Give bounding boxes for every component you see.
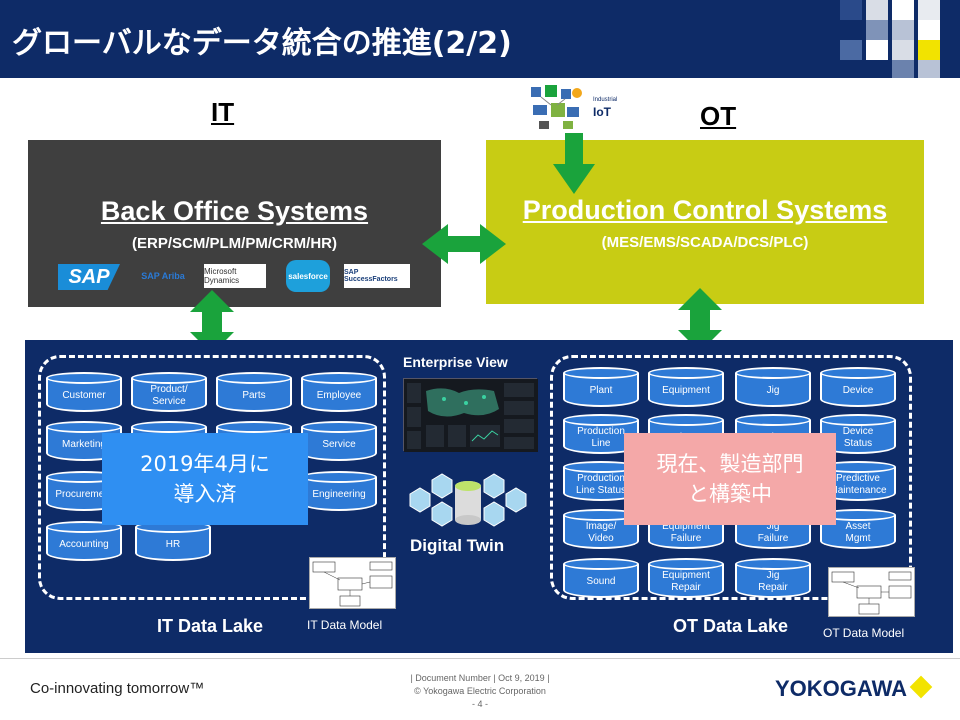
data-store-cylinder: Service [301, 421, 377, 461]
enterprise-view-title: Enterprise View [403, 354, 508, 370]
back-office-title: Back Office Systems [100, 196, 369, 226]
ot-section-label: OT [700, 101, 737, 131]
ot-status-line2: と構築中 [688, 482, 772, 506]
data-store-cylinder: HR [135, 521, 211, 561]
data-store-label: Sound [586, 576, 616, 587]
data-store-cylinder: Product/Service [131, 372, 207, 412]
ot-data-lake-boundary [550, 355, 912, 600]
enterprise-view-dashboard-image [403, 378, 538, 452]
sap-successfactors-logo: SAP SuccessFactors [344, 264, 410, 288]
ot-status-line1: 現在、製造部門 [656, 452, 804, 476]
down-arrow-icon [553, 133, 595, 194]
data-store-cylinder: Jig [735, 367, 811, 407]
data-store-label: Employee [316, 390, 362, 401]
data-store-label: HR [165, 539, 181, 550]
data-store-cylinder: Accounting [46, 521, 122, 561]
horizontal-double-arrow-icon [422, 224, 506, 264]
data-store-cylinder: Plant [563, 367, 639, 407]
production-subtitle: (MES/EMS/SCADA/DCS/PLC) [601, 234, 809, 251]
copyright-line: © Yokogawa Electric Corporation [414, 686, 546, 696]
footer-document-info: | Document Number | Oct 9, 2019 | © Yoko… [400, 672, 560, 711]
ot-status-callout: 現在、製造部門 と構築中 [624, 433, 836, 525]
ot-vertical-double-arrow-icon [678, 288, 722, 352]
data-store-cylinder: Parts [216, 372, 292, 412]
it-data-lake-title: IT Data Lake [157, 616, 264, 636]
microsoft-dynamics-logo: Microsoft Dynamics [204, 264, 266, 288]
it-vertical-double-arrow-icon [190, 290, 234, 354]
it-status-line2: 導入済 [173, 482, 237, 506]
data-store-cylinder: Customer [46, 372, 122, 412]
sap-logo: SAP [58, 264, 120, 290]
salesforce-logo: salesforce [286, 260, 330, 292]
slide-header: グローバルなデータ統合の推進(2/2) [0, 0, 960, 78]
data-store-cylinder: Sound [563, 558, 639, 598]
it-data-model-title: IT Data Model [307, 618, 383, 632]
data-store-label: Engineering [312, 489, 366, 500]
data-store-cylinder: Engineering [301, 471, 377, 511]
data-store-label: Image/Video [585, 521, 617, 544]
data-store-cylinder: Device [820, 367, 896, 407]
footer-tagline: Co-innovating tomorrow™ [30, 680, 205, 697]
yokogawa-logo-text: YOKOGAWA [775, 676, 908, 701]
it-data-model-diagram [309, 557, 396, 609]
digital-twin-title: Digital Twin [410, 536, 505, 555]
data-store-label: Accounting [59, 539, 109, 550]
data-store-label: Equipment [662, 385, 710, 396]
data-store-cylinder: Employee [301, 372, 377, 412]
iot-label-bottom: IoT [593, 105, 611, 119]
vendor-logos: SAP SAP Ariba Microsoft Dynamics salesfo… [28, 260, 441, 297]
production-title: Production Control Systems [522, 195, 888, 225]
data-store-label: Procurement [55, 489, 113, 500]
ot-data-lake-title: OT Data Lake [673, 616, 789, 636]
data-store-label: Service [322, 439, 356, 450]
data-store-label: Customer [62, 390, 106, 401]
ot-data-model-diagram [828, 567, 915, 617]
footer-divider [0, 658, 960, 659]
ot-data-model-title: OT Data Model [823, 626, 905, 640]
digital-twin-icon [404, 468, 532, 532]
document-number-line: | Document Number | Oct 9, 2019 | [410, 673, 550, 683]
industrial-iot-icon: Industrial IoT [527, 83, 623, 133]
it-data-lake-boundary [38, 355, 386, 600]
data-store-label: Jig [766, 385, 780, 396]
it-status-callout: 2019年4月に 導入済 [102, 433, 308, 525]
it-status-line1: 2019年4月に [140, 452, 270, 476]
data-store-label: Marketing [62, 439, 106, 450]
page-number: - 4 - [471, 699, 488, 709]
sap-ariba-logo: SAP Ariba [141, 271, 185, 281]
data-store-label: Device [842, 385, 874, 396]
data-store-cylinder: Equipment [648, 367, 724, 407]
it-section-label: IT [211, 97, 235, 127]
iot-label-top: Industrial [593, 97, 618, 103]
back-office-subtitle: (ERP/SCM/PLM/PM/CRM/HR) [132, 235, 337, 252]
data-store-label: Plant [589, 385, 613, 396]
slide-title: グローバルなデータ統合の推進(2/2) [12, 26, 512, 61]
data-store-label: Product/Service [150, 384, 188, 407]
data-store-label: Parts [242, 390, 266, 401]
